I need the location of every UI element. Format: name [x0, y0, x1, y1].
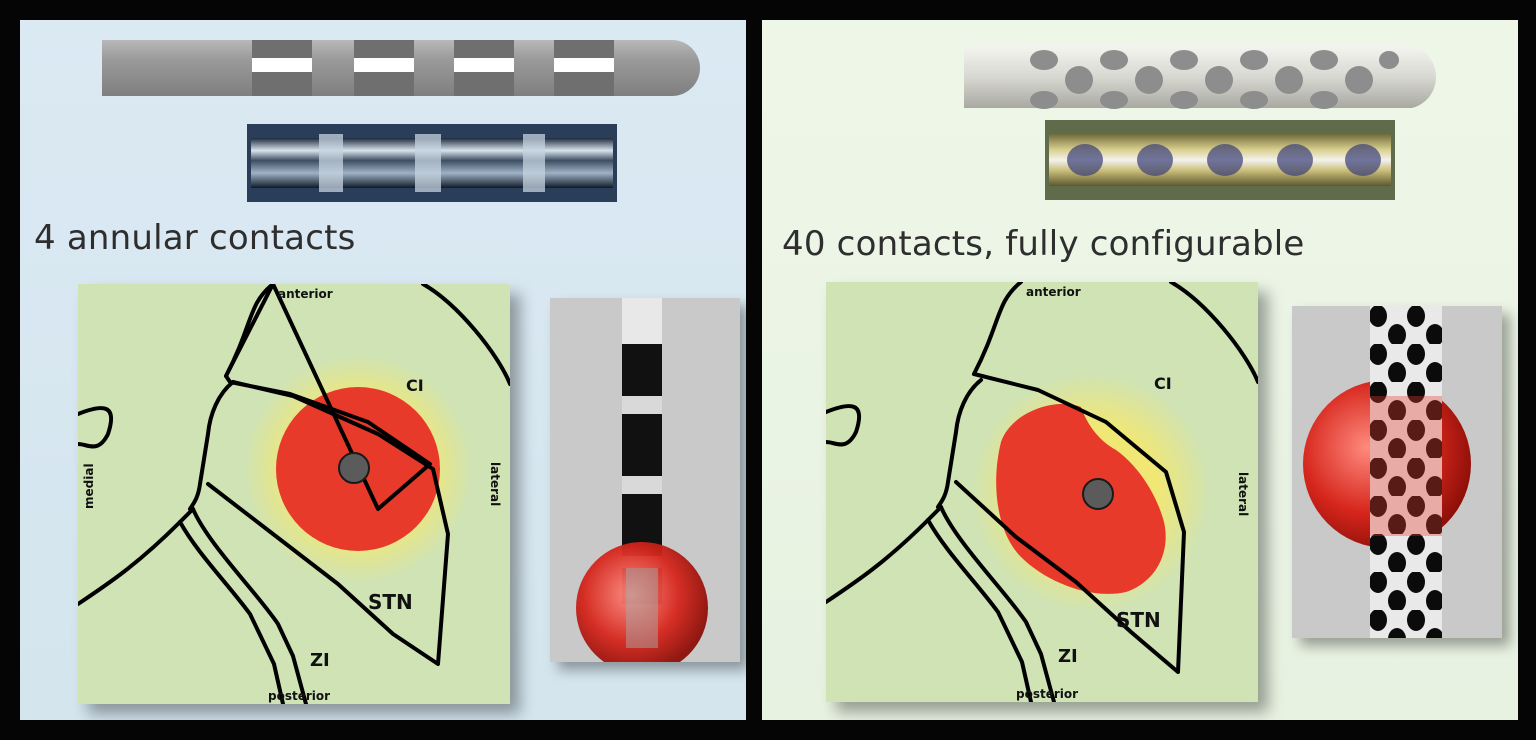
configurable-lead-photo-icon [1045, 120, 1395, 200]
panel-annular-lead: 4 annular contacts [20, 20, 746, 720]
stimulation-field [996, 403, 1166, 594]
lead-cross-section [338, 452, 370, 484]
label-stn: STN [1116, 608, 1161, 632]
annular-lead-inset [550, 298, 740, 662]
annular-lead-icon [102, 40, 700, 96]
label-zi: ZI [1058, 646, 1078, 667]
label-medial: medial [82, 463, 96, 509]
label-posterior: posterior [1016, 687, 1078, 701]
lead-cross-section [1082, 478, 1114, 510]
configurable-lead-inset [1292, 306, 1502, 638]
configurable-lead-icon [964, 46, 1437, 109]
label-posterior: posterior [268, 689, 330, 703]
label-ci: CI [1154, 374, 1172, 393]
label-anterior: anterior [278, 287, 333, 301]
label-ci: CI [406, 376, 424, 395]
label-anterior: anterior [1026, 285, 1081, 299]
label-lateral: lateral [1236, 472, 1250, 516]
left-stn-map: anterior posterior medial lateral CI STN… [78, 284, 510, 704]
label-zi: ZI [310, 650, 330, 671]
annular-lead-field-icon [576, 298, 708, 662]
right-stn-map: anterior posterior lateral CI STN ZI [826, 282, 1258, 702]
annular-lead-photo-icon [247, 124, 617, 202]
label-stn: STN [368, 590, 413, 614]
configurable-lead-field-icon [1303, 306, 1471, 638]
label-lateral: lateral [488, 462, 502, 506]
panel-configurable-lead: 40 contacts, fully configurable [762, 20, 1518, 720]
right-heading: 40 contacts, fully configurable [782, 224, 1305, 264]
left-heading: 4 annular contacts [34, 218, 356, 258]
